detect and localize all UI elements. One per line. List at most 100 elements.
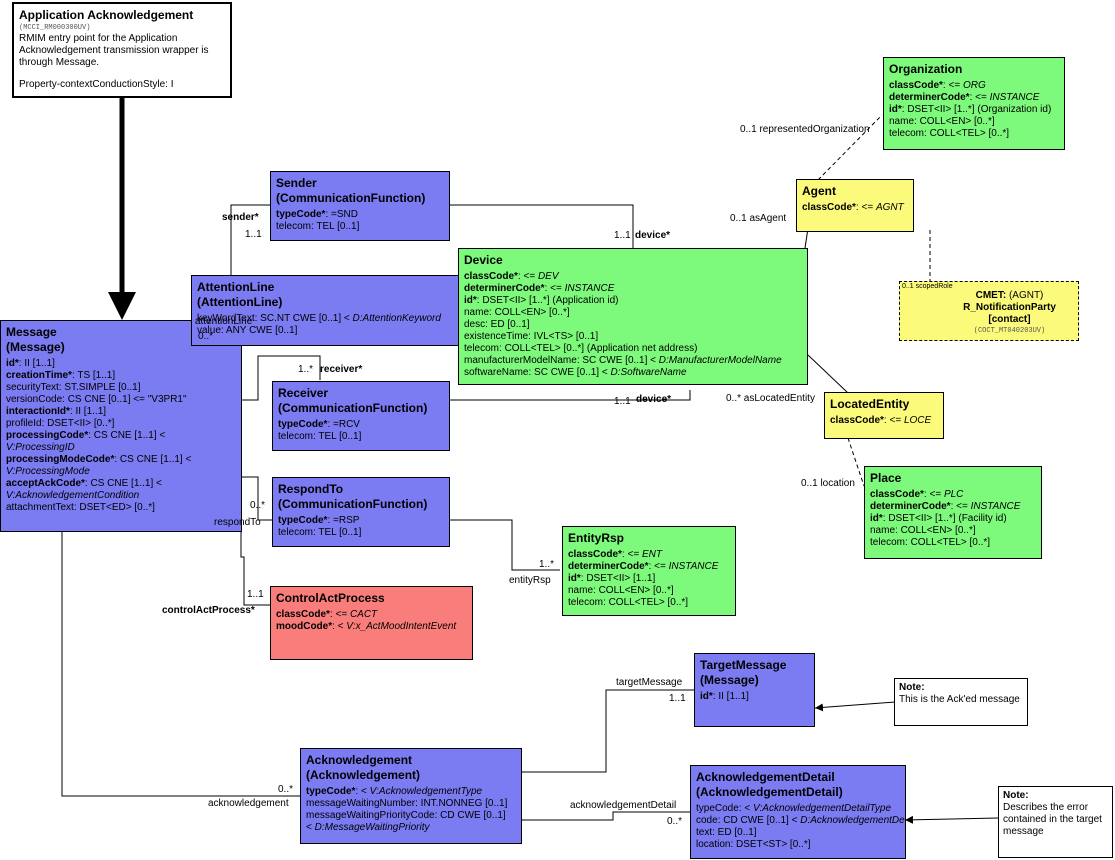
detail-note-arrow bbox=[904, 815, 999, 824]
attribute-name: typeCode bbox=[696, 803, 739, 814]
targetmessage-subtitle: (Message) bbox=[700, 673, 759, 687]
message-attribute-row: processingModeCode*: CS CNE [1..1] < bbox=[6, 454, 237, 466]
attribute-type: : DSET<ST> [0..*] bbox=[730, 839, 811, 850]
attribute-vocabulary: V:x_ActMoodIntentEvent bbox=[346, 621, 457, 632]
acknowledgement-attribute-row: messageWaitingNumber: INT.NONNEG [0..1] bbox=[306, 798, 517, 810]
attribute-type: : SC CWE [0..1] < bbox=[576, 355, 659, 366]
acknowledgement-class[interactable]: Acknowledgement (Acknowledgement) typeCo… bbox=[300, 748, 522, 844]
agent-class[interactable]: Agent classCode*: <= AGNT bbox=[796, 179, 914, 232]
attentionline-subtitle: (AttentionLine) bbox=[197, 295, 283, 309]
attentionline-attribute-row: keyWordText: SC.NT CWE [0..1] < D:Attent… bbox=[197, 313, 454, 325]
targetmessage-attribute-row: id*: II [1..1] bbox=[700, 691, 810, 703]
attribute-type: : COLL<TEL> [0..*] bbox=[905, 537, 991, 548]
attribute-name: classCode* bbox=[802, 202, 856, 213]
attribute-type: : TEL [0..1] bbox=[311, 221, 360, 232]
organization-attribute-row: name: COLL<EN> [0..*] bbox=[889, 116, 1060, 128]
attribute-vocabulary: D:AcknowledgementDetailCode bbox=[800, 815, 906, 826]
targetmessage-class[interactable]: TargetMessage (Message) id*: II [1..1] bbox=[694, 653, 815, 727]
attribute-type: : DSET<II> [1..*] (Organization id) bbox=[901, 104, 1052, 115]
attentionline-attributes: keyWordText: SC.NT CWE [0..1] < D:Attent… bbox=[197, 313, 454, 337]
attribute-type: : < bbox=[738, 803, 753, 814]
device-attribute-row: desc: ED [0..1] bbox=[464, 319, 803, 331]
attribute-name: name bbox=[464, 307, 490, 318]
cmet-title-code: (AGNT) bbox=[1006, 290, 1044, 301]
message-attribute-row: profileId: DSET<II> [0..*] bbox=[6, 418, 237, 430]
ackdetail-title: AcknowledgementDetail bbox=[696, 770, 835, 784]
receiver-device-link bbox=[450, 390, 691, 401]
attribute-name: determinerCode* bbox=[889, 92, 970, 103]
attribute-vocabulary: DEV bbox=[537, 271, 559, 282]
receiver-title: Receiver bbox=[278, 386, 329, 400]
respondto-class[interactable]: RespondTo (CommunicationFunction) typeCo… bbox=[272, 477, 450, 547]
respondto-attribute-row: telecom: TEL [0..1] bbox=[278, 527, 445, 539]
entry-arrow-head bbox=[108, 292, 136, 320]
message-attribute-row: V:ProcessingMode bbox=[6, 466, 237, 478]
attribute-type: : =RSP bbox=[327, 515, 360, 526]
attribute-type: : COLL<EN> [0..*] bbox=[895, 525, 976, 536]
receiver-attribute-row: telecom: TEL [0..1] bbox=[278, 431, 445, 443]
attribute-vocabulary: ORG bbox=[962, 80, 986, 91]
attribute-name: typeCode* bbox=[276, 209, 326, 220]
receiver-subtitle: (CommunicationFunction) bbox=[278, 401, 428, 415]
agent-organization-link bbox=[817, 114, 883, 181]
attribute-type: : < bbox=[332, 621, 347, 632]
ack-detail-link bbox=[520, 811, 690, 821]
ackdetail-class[interactable]: AcknowledgementDetail (AcknowledgementDe… bbox=[690, 765, 906, 859]
attribute-type: : ST.SIMPLE [0..1] bbox=[58, 382, 141, 393]
attribute-type: : <= bbox=[329, 609, 350, 620]
receiver-class[interactable]: Receiver (CommunicationFunction) typeCod… bbox=[272, 381, 450, 451]
attribute-type: : DSET<II> [1..*] (Application id) bbox=[476, 295, 619, 306]
attribute-type: : <= bbox=[544, 283, 565, 294]
attribute-type: : CS CNE [1..1] < bbox=[114, 454, 192, 465]
attribute-vocabulary: D:SoftwareName bbox=[610, 367, 687, 378]
controlactprocess-attribute-row: classCode*: <= CACT bbox=[276, 609, 468, 621]
attribute-type: : DSET<II> [0..*] bbox=[41, 418, 115, 429]
attribute-type: : COLL<TEL> [0..*] bbox=[924, 128, 1010, 139]
attentionline-class[interactable]: AttentionLine (AttentionLine) keyWordTex… bbox=[191, 275, 459, 346]
attribute-type: : II [1..1] bbox=[18, 358, 55, 369]
attribute-vocabulary: V:AcknowledgementDetailType bbox=[753, 803, 892, 814]
attribute-type: : <= bbox=[855, 202, 876, 213]
attribute-type: : <= bbox=[883, 415, 904, 426]
attribute-name: interactionId* bbox=[6, 406, 70, 417]
sender-class[interactable]: Sender (CommunicationFunction) typeCode*… bbox=[270, 171, 450, 241]
attribute-type: : ED [0..1] bbox=[485, 319, 530, 330]
cmet-header: CMET: (AGNT) bbox=[905, 290, 1074, 302]
message-attribute-row: V:ProcessingID bbox=[6, 442, 237, 454]
attribute-name: telecom bbox=[278, 527, 314, 538]
detail-note: Note: Describes the error contained in t… bbox=[998, 786, 1113, 858]
cmet-notification-party[interactable]: 0..1 scopedRole CMET: (AGNT) R_Notificat… bbox=[899, 281, 1079, 341]
label-device-receiver-mult: 1..1 bbox=[614, 396, 631, 407]
agent-attributes: classCode*: <= AGNT bbox=[802, 202, 909, 214]
attribute-type: : COLL<EN> [0..*] bbox=[489, 307, 570, 318]
attribute-name: manufacturerModelName bbox=[464, 355, 577, 366]
attribute-vocabulary: ENT bbox=[641, 549, 662, 560]
message-title: Message bbox=[6, 325, 57, 339]
locatedentity-attribute-row: classCode*: <= LOCE bbox=[830, 415, 939, 427]
attribute-vocabulary: LOCE bbox=[903, 415, 932, 426]
place-attribute-row: classCode*: <= PLC bbox=[870, 489, 1037, 501]
attentionline-attribute-row: value: ANY CWE [0..1] bbox=[197, 325, 454, 337]
attribute-name: location bbox=[696, 839, 731, 850]
attribute-name: classCode* bbox=[276, 609, 330, 620]
organization-attribute-row: id*: DSET<II> [1..*] (Organization id) bbox=[889, 104, 1060, 116]
attribute-name: typeCode* bbox=[278, 419, 328, 430]
message-class[interactable]: Message (Message) id*: II [1..1]creation… bbox=[0, 320, 242, 532]
device-attribute-row: classCode*: <= DEV bbox=[464, 271, 803, 283]
entityrsp-attribute-row: name: COLL<EN> [0..*] bbox=[568, 585, 731, 597]
sender-subtitle: (CommunicationFunction) bbox=[276, 191, 426, 205]
attribute-name: text bbox=[696, 827, 713, 838]
device-attribute-row: determinerCode*: <= INSTANCE bbox=[464, 283, 803, 295]
locatedentity-class[interactable]: LocatedEntity classCode*: <= LOCE bbox=[824, 392, 944, 439]
label-respondto-mult: 0..* bbox=[250, 500, 266, 511]
label-acknowledgement-mult: 0..* bbox=[278, 784, 294, 795]
controlactprocess-title: ControlActProcess bbox=[276, 591, 385, 605]
